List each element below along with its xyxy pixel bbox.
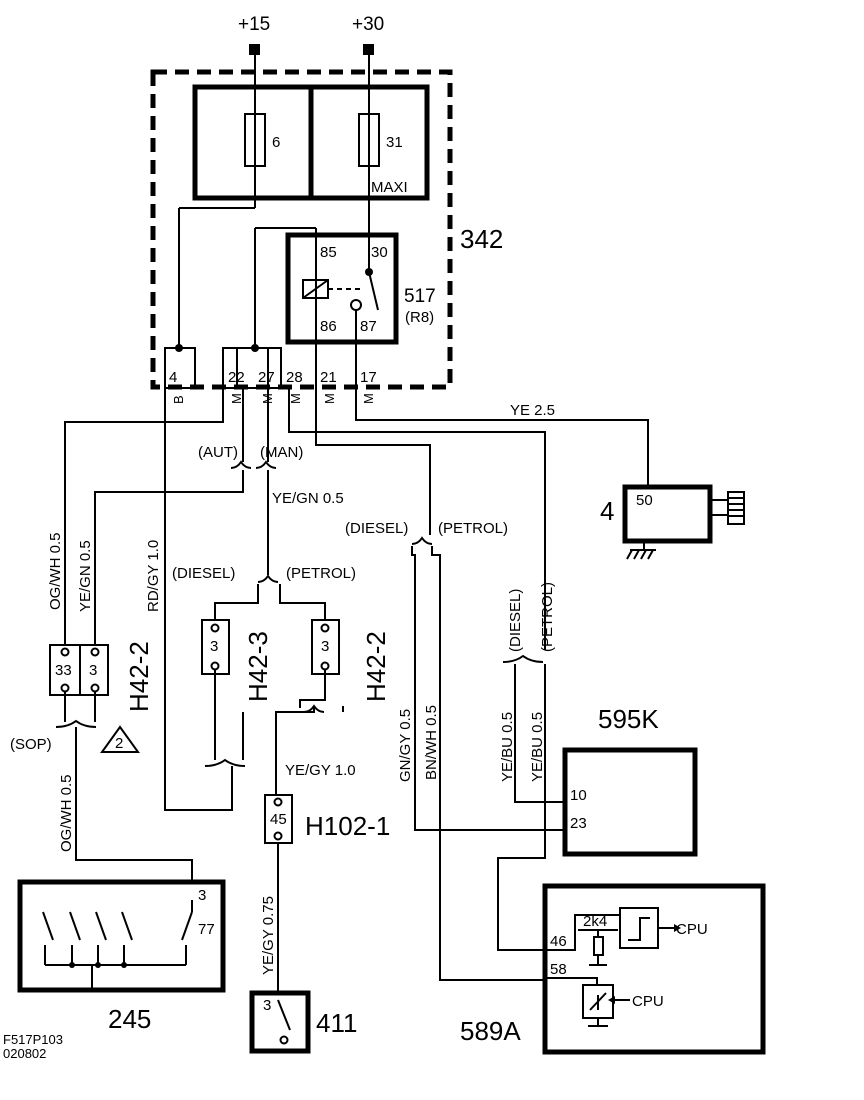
footer-line1: F517P103 — [3, 1032, 63, 1047]
c589a-cpu1-label: CPU — [676, 921, 708, 938]
variant-petrol-right-label: (PETROL) — [438, 520, 508, 537]
variant-diesel-vert-label: (DIESEL) — [507, 589, 524, 652]
h42-2-left-pin-33: 33 — [55, 662, 72, 679]
footer-line2: 020802 — [3, 1046, 46, 1061]
c245-label: 245 — [108, 1004, 151, 1034]
wire-ye-gy-075-label: YE/GY 0.75 — [260, 896, 277, 975]
variant-aut-label: (AUT) — [198, 444, 238, 461]
c595k-pin-10: 10 — [570, 787, 587, 804]
variant-diesel-mid-label: (DIESEL) — [172, 565, 235, 582]
wire-ye-gn-05-mid-label: YE/GN 0.5 — [272, 490, 344, 507]
c589a-pin-58: 58 — [550, 961, 567, 978]
relay-pin-87: 87 — [360, 318, 377, 335]
c4-pin-50: 50 — [636, 492, 653, 509]
connector-code-28: M — [288, 393, 303, 404]
c589a-cpu2-label: CPU — [632, 993, 664, 1010]
wire-og-wh-05-lower-label: OG/WH 0.5 — [58, 774, 75, 852]
c589a-label: 589A — [460, 1016, 521, 1046]
h42-2-left-label: H42-2 — [124, 641, 154, 712]
connector-pin-22: 22 — [228, 369, 245, 386]
c411-pin: 3 — [263, 997, 271, 1014]
fuse-6-label: 6 — [272, 134, 280, 151]
wire-ye-gy-10-label: YE/GY 1.0 — [285, 762, 356, 779]
note-triangle — [100, 725, 140, 753]
component-595k — [562, 747, 698, 857]
variant-diesel-right-label: (DIESEL) — [345, 520, 408, 537]
relay-pin-85: 85 — [320, 244, 337, 261]
connector-code-22: M — [229, 393, 244, 404]
wire-gn-gy-05-label: GN/GY 0.5 — [397, 709, 414, 782]
c589a-pin-46: 46 — [550, 933, 567, 950]
wire-ye-25-label: YE 2.5 — [510, 402, 555, 419]
c245-pin-77: 77 — [198, 921, 215, 938]
connector-pin-17: 17 — [360, 369, 377, 386]
fuse-box-342-outline — [150, 69, 453, 390]
h42-2-left-pin-3: 3 — [89, 662, 97, 679]
wire-ye-gn-05-left-label: YE/GN 0.5 — [77, 540, 94, 612]
c245-pin-3: 3 — [198, 887, 206, 904]
fuse-31-maxi-label: MAXI — [371, 179, 408, 196]
supply-plus15-label: +15 — [238, 14, 270, 35]
c595k-label: 595K — [598, 704, 659, 734]
variant-petrol-vert-label: (PETROL) — [539, 582, 556, 652]
c411-label: 411 — [316, 1008, 357, 1038]
relay-517-label: 517 — [404, 286, 436, 307]
connector-code-21: M — [322, 393, 337, 404]
relay-switch-arm — [368, 271, 379, 311]
connector-pin-27: 27 — [258, 369, 275, 386]
supply-plus30-label: +30 — [352, 14, 384, 35]
connector-pin-21: 21 — [320, 369, 337, 386]
component-245 — [17, 879, 226, 993]
c4-label: 4 — [600, 496, 614, 526]
c4-gear — [727, 491, 745, 525]
supply-plus15-terminal — [249, 44, 260, 55]
c595k-pin-23: 23 — [570, 815, 587, 832]
variant-sop-label: (SOP) — [10, 736, 52, 753]
relay-517 — [285, 232, 399, 345]
relay-517-sublabel: (R8) — [405, 309, 434, 326]
supply-plus30-terminal — [363, 44, 374, 55]
relay-pin-86: 86 — [320, 318, 337, 335]
fuse-31-label: 31 — [386, 134, 403, 151]
wire-bn-wh-05-label: BN/WH 0.5 — [423, 705, 440, 780]
component-411 — [249, 990, 311, 1054]
h42-2-right-label: H42-2 — [361, 631, 391, 702]
c589a-resistor-label: 2k4 — [583, 913, 607, 930]
variant-petrol-mid-label: (PETROL) — [286, 565, 356, 582]
fuse-box-342-label: 342 — [460, 224, 503, 254]
connector-pin-28: 28 — [286, 369, 303, 386]
component-589a — [542, 883, 766, 1055]
h42-2-right-pin: 3 — [321, 638, 329, 655]
wire-ye-bu-05-b-label: YE/BU 0.5 — [529, 712, 546, 782]
connector-pin-4: 4 — [169, 369, 177, 386]
wire-ye-bu-05-a-label: YE/BU 0.5 — [499, 712, 516, 782]
connector-code-17: M — [361, 393, 376, 404]
h42-3-label: H42-3 — [243, 631, 273, 702]
c589a-resistor — [593, 936, 604, 956]
ground-icon — [626, 541, 656, 560]
h102-1-pin: 45 — [270, 811, 287, 828]
h42-3-pin: 3 — [210, 638, 218, 655]
relay-pin-30: 30 — [371, 244, 388, 261]
variant-man-label: (MAN) — [260, 444, 303, 461]
wire-og-wh-05-left-label: OG/WH 0.5 — [47, 532, 64, 610]
relay-contact-87 — [350, 299, 362, 311]
wire-rd-gy-10-label: RD/GY 1.0 — [145, 540, 162, 612]
h102-1-label: H102-1 — [305, 811, 390, 841]
note-triangle-number: 2 — [115, 735, 123, 752]
connector-code-4: B — [171, 395, 186, 404]
